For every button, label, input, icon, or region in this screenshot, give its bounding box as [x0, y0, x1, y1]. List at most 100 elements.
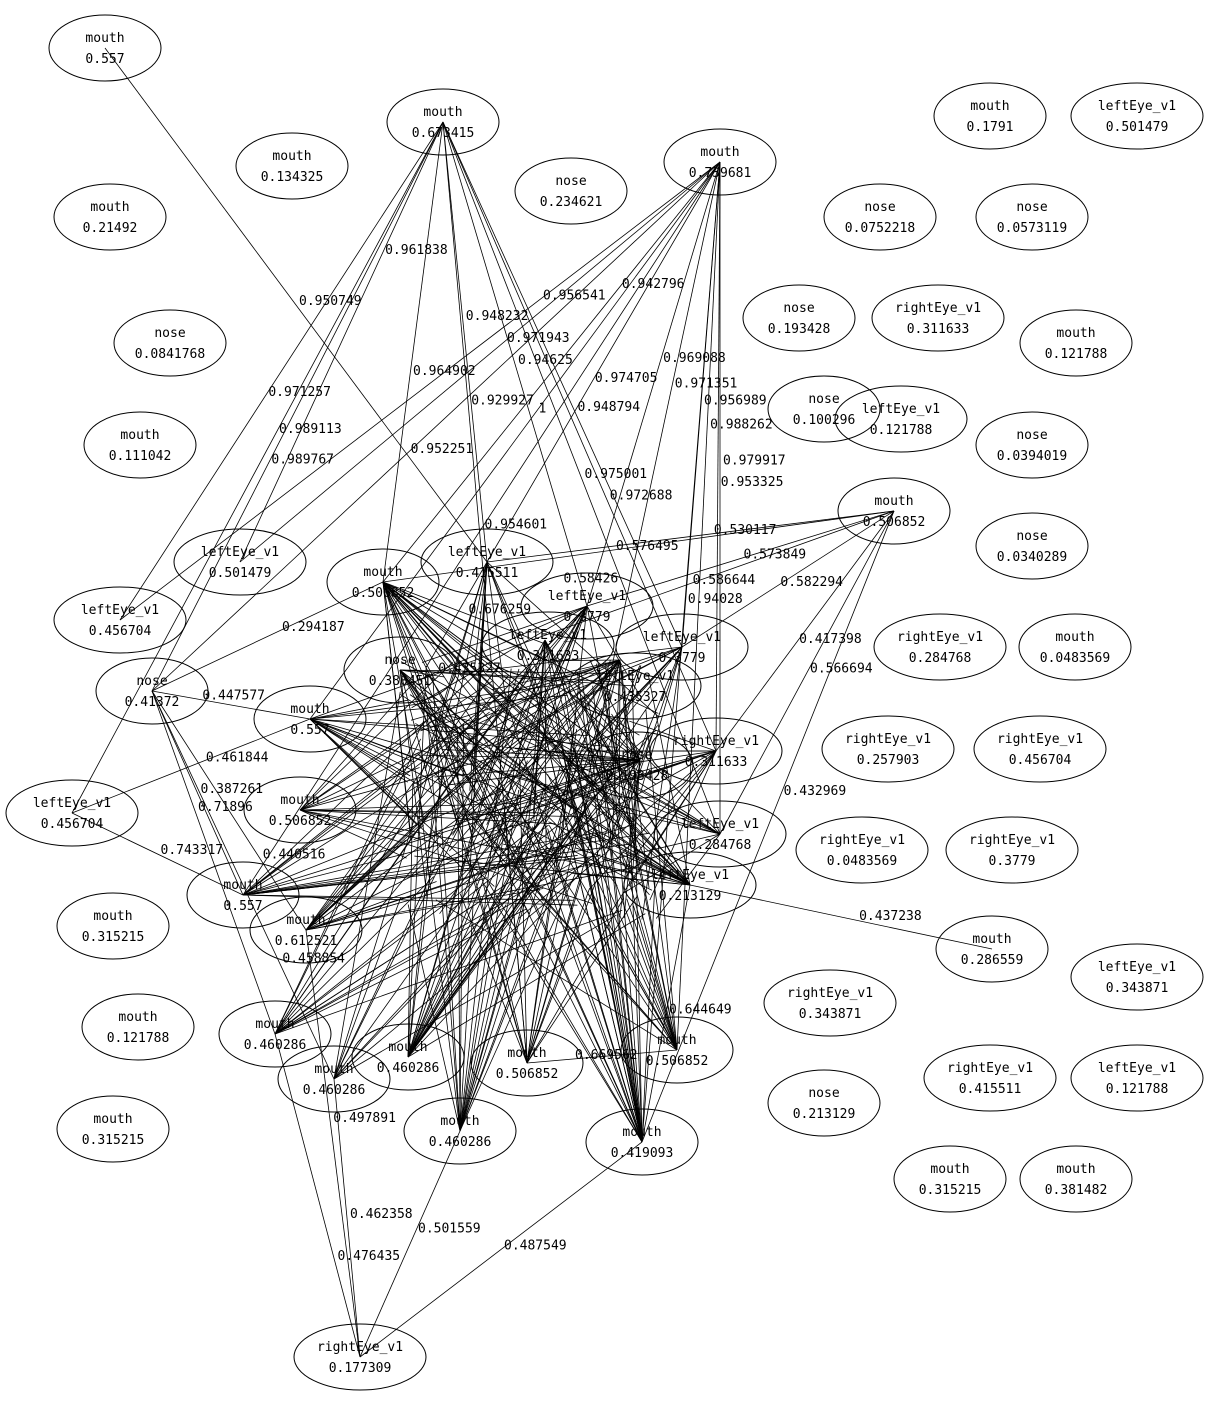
- node-label: nose: [864, 200, 895, 215]
- edge: [689, 884, 993, 950]
- edge: [309, 718, 411, 777]
- graph-node[interactable]: leftEye_v10.501479: [1070, 82, 1204, 150]
- edge: [488, 882, 643, 1143]
- edge: [474, 561, 488, 668]
- graph-node[interactable]: rightEye_v10.311633: [649, 717, 783, 785]
- graph-node[interactable]: leftEye_v10.415511: [420, 528, 554, 596]
- graph-node[interactable]: rightEye_v10.3779: [945, 816, 1079, 884]
- edge-weight-label: 0.58426: [563, 572, 618, 587]
- node-label: nose: [808, 392, 839, 407]
- graph-node[interactable]: leftEye_v10.456704: [53, 586, 187, 654]
- node-value: 0.0340289: [997, 550, 1067, 565]
- graph-node[interactable]: leftEye_v10.121788: [834, 385, 968, 453]
- edge: [414, 561, 488, 795]
- edge: [309, 718, 407, 811]
- edge: [491, 659, 621, 691]
- edge: [457, 605, 588, 755]
- graph-node[interactable]: rightEye_v10.284768: [873, 613, 1007, 681]
- graph-node[interactable]: rightEye_v10.311633: [871, 284, 1005, 352]
- graph-node[interactable]: rightEye_v10.343871: [763, 969, 897, 1037]
- graph-node[interactable]: rightEye_v10.257903: [821, 715, 955, 783]
- node-ellipse: [481, 611, 615, 679]
- edge: [592, 685, 643, 1143]
- node-ellipse: [975, 411, 1089, 479]
- node-ellipse: [1070, 943, 1204, 1011]
- edge: [309, 718, 653, 891]
- graph-node[interactable]: rightEye_v10.177309: [293, 1323, 427, 1391]
- graph-node[interactable]: leftEye_v10.501479: [173, 528, 307, 596]
- edge: [399, 669, 433, 794]
- graph-node[interactable]: leftEye_v10.213129: [623, 851, 757, 919]
- edge: [547, 774, 678, 1051]
- edge: [548, 821, 691, 886]
- graph-node[interactable]: rightEye_v10.415511: [923, 1044, 1057, 1112]
- graph-node[interactable]: leftEye_v10.311633: [481, 611, 615, 679]
- edge: [641, 879, 656, 1143]
- node-value: 0.213129: [793, 1107, 856, 1122]
- node-ellipse: [1070, 1044, 1204, 1112]
- graph-node[interactable]: leftEye_v10.3779: [520, 572, 654, 640]
- graph-node[interactable]: leftEye_v10.343871: [1070, 943, 1204, 1011]
- node-label: mouth: [118, 1010, 157, 1025]
- graph-node[interactable]: leftEye_v10.435327: [568, 652, 702, 720]
- graph-node[interactable]: leftEye_v10.284768: [653, 800, 787, 868]
- edge: [399, 669, 614, 674]
- node-ellipse: [935, 915, 1049, 983]
- edge: [71, 718, 311, 814]
- edge: [274, 738, 422, 1035]
- graph-node[interactable]: rightEye_v10.456704: [973, 715, 1107, 783]
- edge: [407, 904, 461, 1132]
- edge-line: [71, 812, 244, 896]
- graph-node[interactable]: leftEye_v10.121788: [1070, 1044, 1204, 1112]
- graph-node[interactable]: leftEye_v10.3779: [615, 613, 749, 681]
- edge: [274, 876, 435, 1035]
- edge: [525, 708, 691, 886]
- graph-node[interactable]: rightEye_v10.0483569: [795, 816, 929, 884]
- edge: [641, 510, 895, 1143]
- edge-line: [382, 161, 721, 583]
- edge: [407, 875, 579, 1058]
- node-ellipse: [470, 1029, 584, 1097]
- graph-node[interactable]: leftEye_v10.456704: [5, 779, 139, 847]
